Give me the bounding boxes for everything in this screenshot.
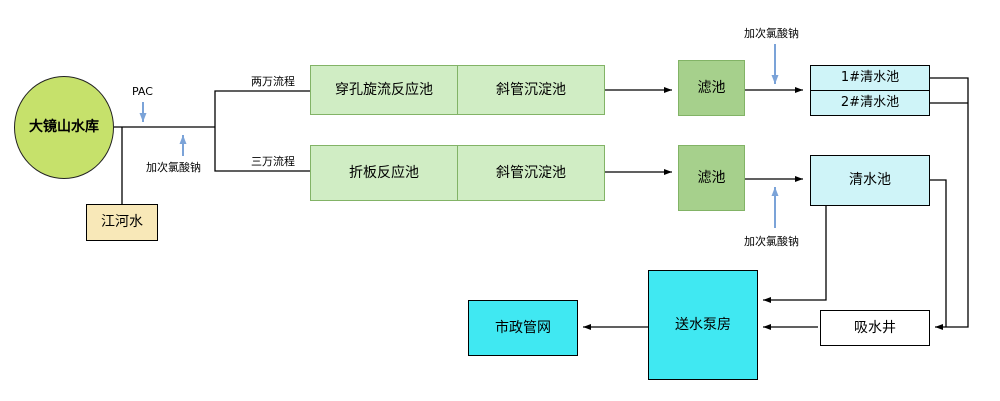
reactor-bottom-node: 折板反应池: [310, 145, 458, 201]
sediment-bottom-node: 斜管沉淀池: [457, 145, 605, 201]
clearwater-2-node: 2#清水池: [810, 90, 930, 116]
flow-bottom-label: 三万流程: [251, 155, 295, 168]
suction-well-node: 吸水井: [820, 310, 930, 346]
filter-top-node: 滤池: [678, 60, 745, 116]
arrow-clearwater12-to-well: [930, 77, 969, 330]
arrow-clearwater-to-pump: [763, 206, 827, 303]
filter-bottom-node: 滤池: [678, 145, 745, 211]
line-clearwater-join: [930, 179, 947, 327]
pac-label: PAC: [132, 85, 153, 98]
dose-bottom-label: 加次氯酸钠: [744, 235, 799, 248]
clearwater-node: 清水池: [810, 155, 930, 206]
flow-top-label: 两万流程: [251, 75, 295, 88]
dose-left-label: 加次氯酸钠: [146, 161, 201, 174]
line-branch-split: [214, 90, 310, 172]
clearwater-1-node: 1#清水池: [810, 65, 930, 91]
pump-station-node: 送水泵房: [648, 270, 758, 380]
municipal-network-node: 市政管网: [468, 300, 578, 356]
sediment-top-node: 斜管沉淀池: [457, 65, 605, 115]
dose-top-label: 加次氯酸钠: [744, 27, 799, 40]
reservoir-node: 大镜山水库: [14, 76, 114, 179]
river-node: 江河水: [86, 204, 158, 241]
reactor-top-node: 穿孔旋流反应池: [310, 65, 458, 115]
